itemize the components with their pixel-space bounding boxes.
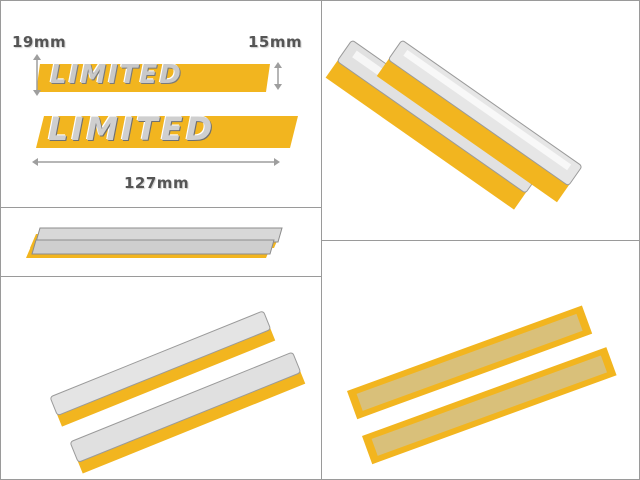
emblem-bottom: LIMITED [48,110,216,148]
perspective-view-panel [0,277,321,480]
perspective-emblems-photo [50,311,306,474]
arrow-head [33,90,41,96]
back-emblems-photo [347,305,617,465]
height-label-left: 19mm [12,33,67,51]
emblem-top: LIMITED [50,60,183,90]
angled-view-panel [322,0,640,240]
arrow-head [33,54,41,60]
chrome-emblem [31,239,275,255]
arrow-head [274,62,282,68]
height-label-right: 15mm [248,33,303,51]
angled-emblems-photo [325,40,582,210]
side-view-panel [0,208,321,276]
side-emblems-photo [26,227,283,258]
arrow-head [274,158,280,166]
width-label: 127mm [124,174,190,192]
back-view-panel [322,241,640,480]
arrow-head [274,84,282,90]
arrow-head [32,158,38,166]
dimensions-panel: 19mm 15mm 127mm LIMITED LIMITED [0,0,321,207]
